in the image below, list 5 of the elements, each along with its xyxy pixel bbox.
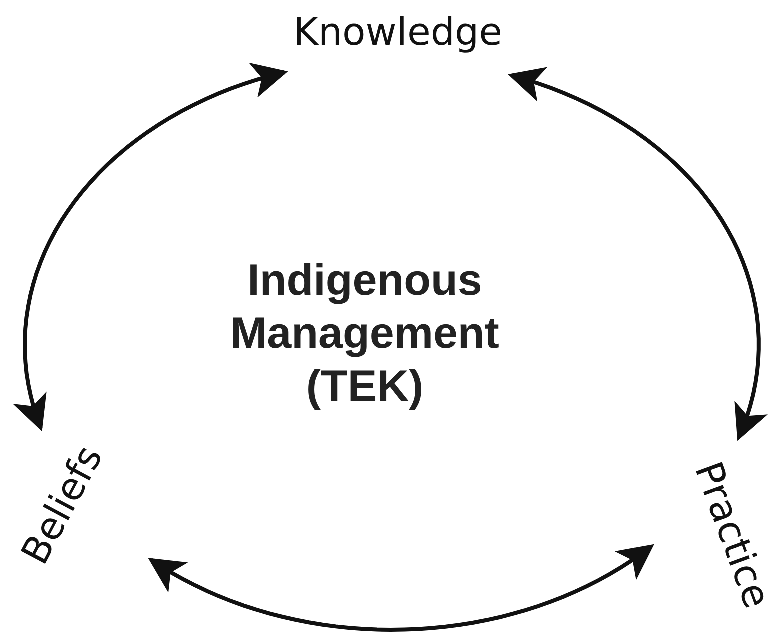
cycle-arrow	[13, 62, 288, 432]
cycle-arrow	[148, 544, 654, 632]
cycle-arrow	[508, 67, 768, 442]
cycle-label: Knowledge	[294, 13, 502, 51]
center-title: Indigenous Management (TEK)	[230, 255, 500, 413]
